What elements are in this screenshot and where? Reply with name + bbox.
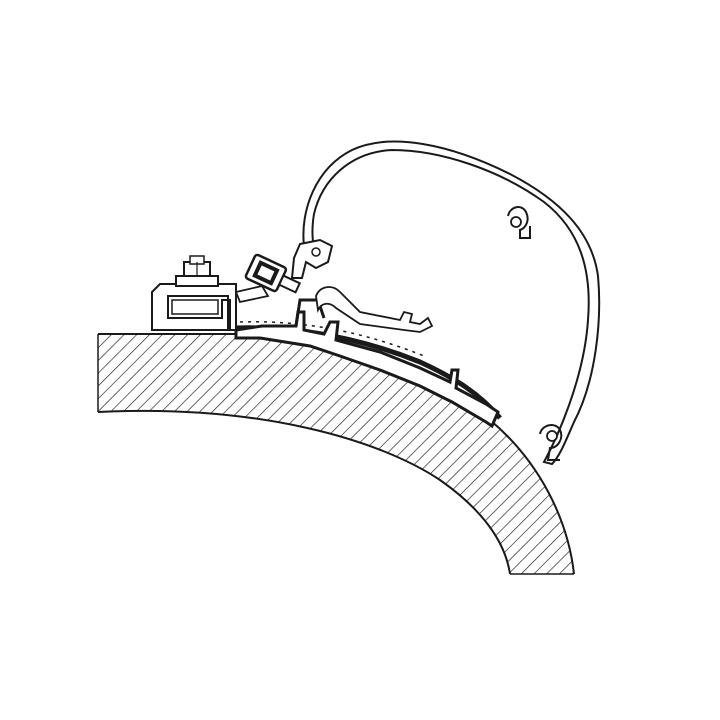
roof-inner-line xyxy=(97,409,511,575)
roof-wall-section xyxy=(97,333,575,575)
roof-inner-edge xyxy=(98,410,510,574)
fixing-screw-assembly xyxy=(244,253,302,294)
bolt-and-nut xyxy=(175,255,219,287)
mounting-bracket xyxy=(151,283,270,331)
adapter-rail xyxy=(234,298,500,429)
awning-case-profile xyxy=(290,140,601,466)
